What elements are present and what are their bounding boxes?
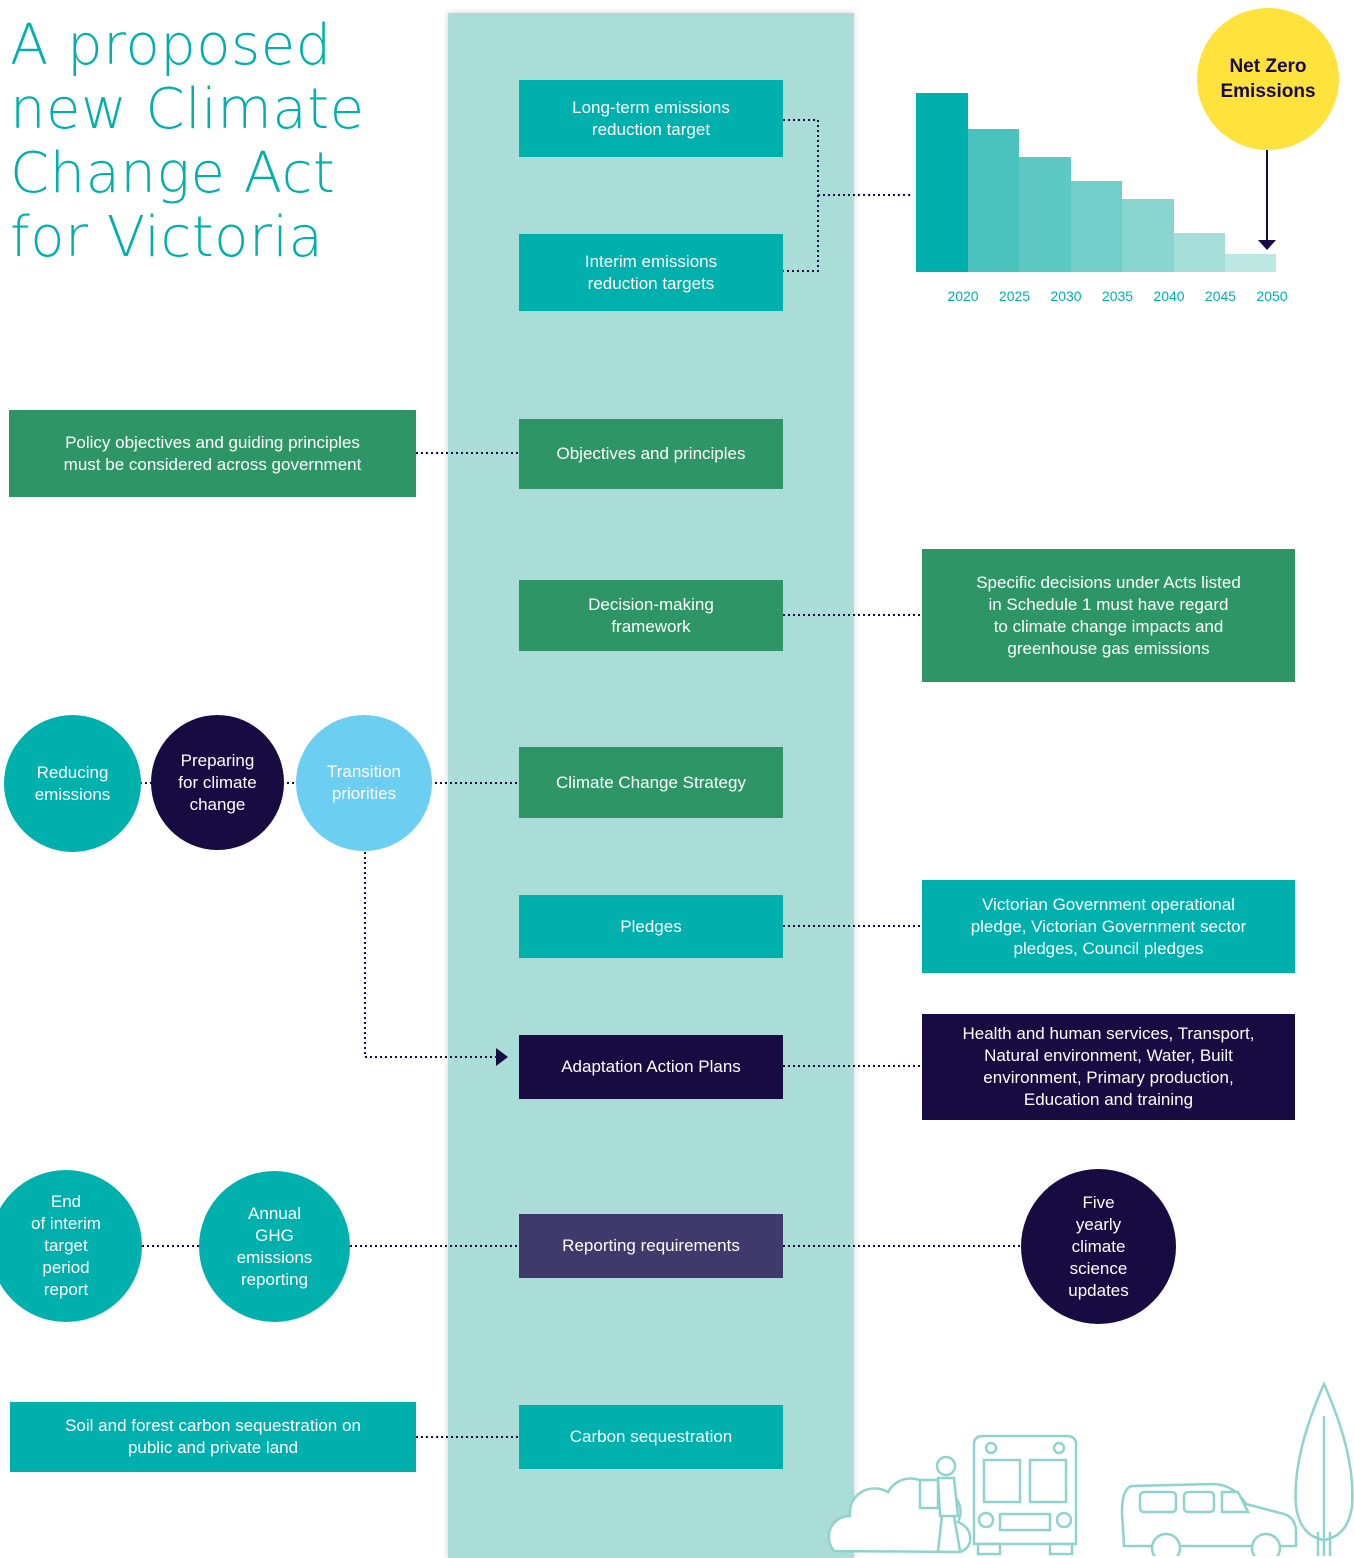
pledges-detail-box: Victorian Government operational pledge,… <box>922 880 1295 973</box>
interim-targets-label: Interim emissions reduction targets <box>584 251 718 293</box>
objectives-box: Objectives and principles <box>519 419 783 489</box>
x-tick-label: 2050 <box>1256 288 1288 304</box>
preparing-label: Preparing for climate change <box>178 750 257 814</box>
emissions-bar-2020 <box>916 93 968 272</box>
strategy-box: Climate Change Strategy <box>519 747 783 818</box>
end-interim-label: End of interim target period report <box>31 1192 101 1299</box>
emissions-bar-2040 <box>1122 198 1174 272</box>
x-tick-label: 2045 <box>1204 288 1237 304</box>
interim-targets-box: Interim emissions reduction targets <box>519 234 783 311</box>
sequestration-box: Carbon sequestration <box>519 1405 783 1469</box>
five-yearly-label: Five yearly climate science updates <box>1068 1192 1129 1300</box>
adaptation-label: Adaptation Action Plans <box>561 1057 741 1076</box>
backpack-icon <box>918 1478 940 1510</box>
person-body-icon <box>936 1476 962 1552</box>
title-line-4: for Victoria <box>10 205 324 270</box>
preparing-circle: Preparing for climate change <box>151 715 284 850</box>
emissions-bar-2035 <box>1070 180 1122 272</box>
decisions-detail-box: Specific decisions under Acts listed in … <box>922 549 1295 682</box>
annual-ghg-circle: Annual GHG emissions reporting <box>199 1171 350 1322</box>
sequestration-label: Carbon sequestration <box>569 1427 733 1446</box>
annual-ghg-label: Annual GHG emissions reporting <box>236 1203 313 1289</box>
emissions-bar-2045 <box>1173 232 1225 272</box>
objectives-label: Objectives and principles <box>556 444 746 463</box>
reporting-label: Reporting requirements <box>562 1236 740 1255</box>
reducing-emissions-label: Reducing emissions <box>34 762 111 804</box>
connector-transition-adaptation <box>364 852 496 1058</box>
page-title: A proposed new Climate Change Act for Vi… <box>10 14 430 270</box>
emissions-bar-2025 <box>967 128 1019 272</box>
net-zero-arrowhead <box>1258 240 1276 250</box>
x-tick-label: 2030 <box>1050 288 1082 304</box>
x-tick-label: 2025 <box>998 288 1031 304</box>
title-line-2: new Climate <box>10 77 365 142</box>
pledges-box: Pledges <box>519 895 783 958</box>
emissions-bar-2050 <box>1225 254 1276 272</box>
pledges-label: Pledges <box>620 916 682 936</box>
transition-priorities-label: Transition priorities <box>326 762 401 803</box>
reporting-box: Reporting requirements <box>519 1214 783 1278</box>
soil-box: Soil and forest carbon sequestration on … <box>10 1402 416 1472</box>
policy-box: Policy objectives and guiding principles… <box>9 410 416 497</box>
soil-label: Soil and forest carbon sequestration on … <box>65 1416 361 1457</box>
adaptation-detail-box: Health and human services, Transport, Na… <box>922 1014 1295 1120</box>
adaptation-detail-label: Health and human services, Transport, Na… <box>962 1024 1255 1109</box>
five-yearly-circle: Five yearly climate science updates <box>1021 1169 1176 1324</box>
strategy-label: Climate Change Strategy <box>556 772 746 792</box>
x-tick-label: 2020 <box>947 288 979 304</box>
person-head-icon <box>935 1455 957 1477</box>
end-interim-circle: End of interim target period report <box>0 1170 142 1322</box>
connector-long-term <box>783 119 819 272</box>
adaptation-box: Adaptation Action Plans <box>519 1035 783 1099</box>
x-tick-label: 2035 <box>1101 288 1134 304</box>
decisions-detail-label: Specific decisions under Acts listed in … <box>976 572 1241 658</box>
long-term-target-box: Long-term emissions reduction target <box>519 80 783 157</box>
arrowhead-adaptation <box>496 1048 508 1066</box>
x-tick-label: 2040 <box>1153 288 1185 304</box>
net-zero-label: Net Zero Emissions <box>1220 56 1316 102</box>
pledges-detail-label: Victorian Government operational pledge,… <box>970 894 1247 958</box>
net-zero-circle: Net Zero Emissions <box>1197 8 1339 150</box>
title-line-1: A proposed <box>10 13 332 78</box>
title-line-3: Change Act <box>10 141 336 206</box>
city-illustration <box>827 1380 1354 1556</box>
transition-priorities-circle: Transition priorities <box>296 715 432 851</box>
decision-framework-label: Decision-making framework <box>588 594 714 636</box>
reducing-emissions-circle: Reducing emissions <box>4 715 141 852</box>
long-term-target-label: Long-term emissions reduction target <box>572 97 730 139</box>
emissions-bar-2030 <box>1019 157 1071 272</box>
decision-framework-box: Decision-making framework <box>519 580 783 651</box>
policy-label: Policy objectives and guiding principles… <box>63 432 362 474</box>
